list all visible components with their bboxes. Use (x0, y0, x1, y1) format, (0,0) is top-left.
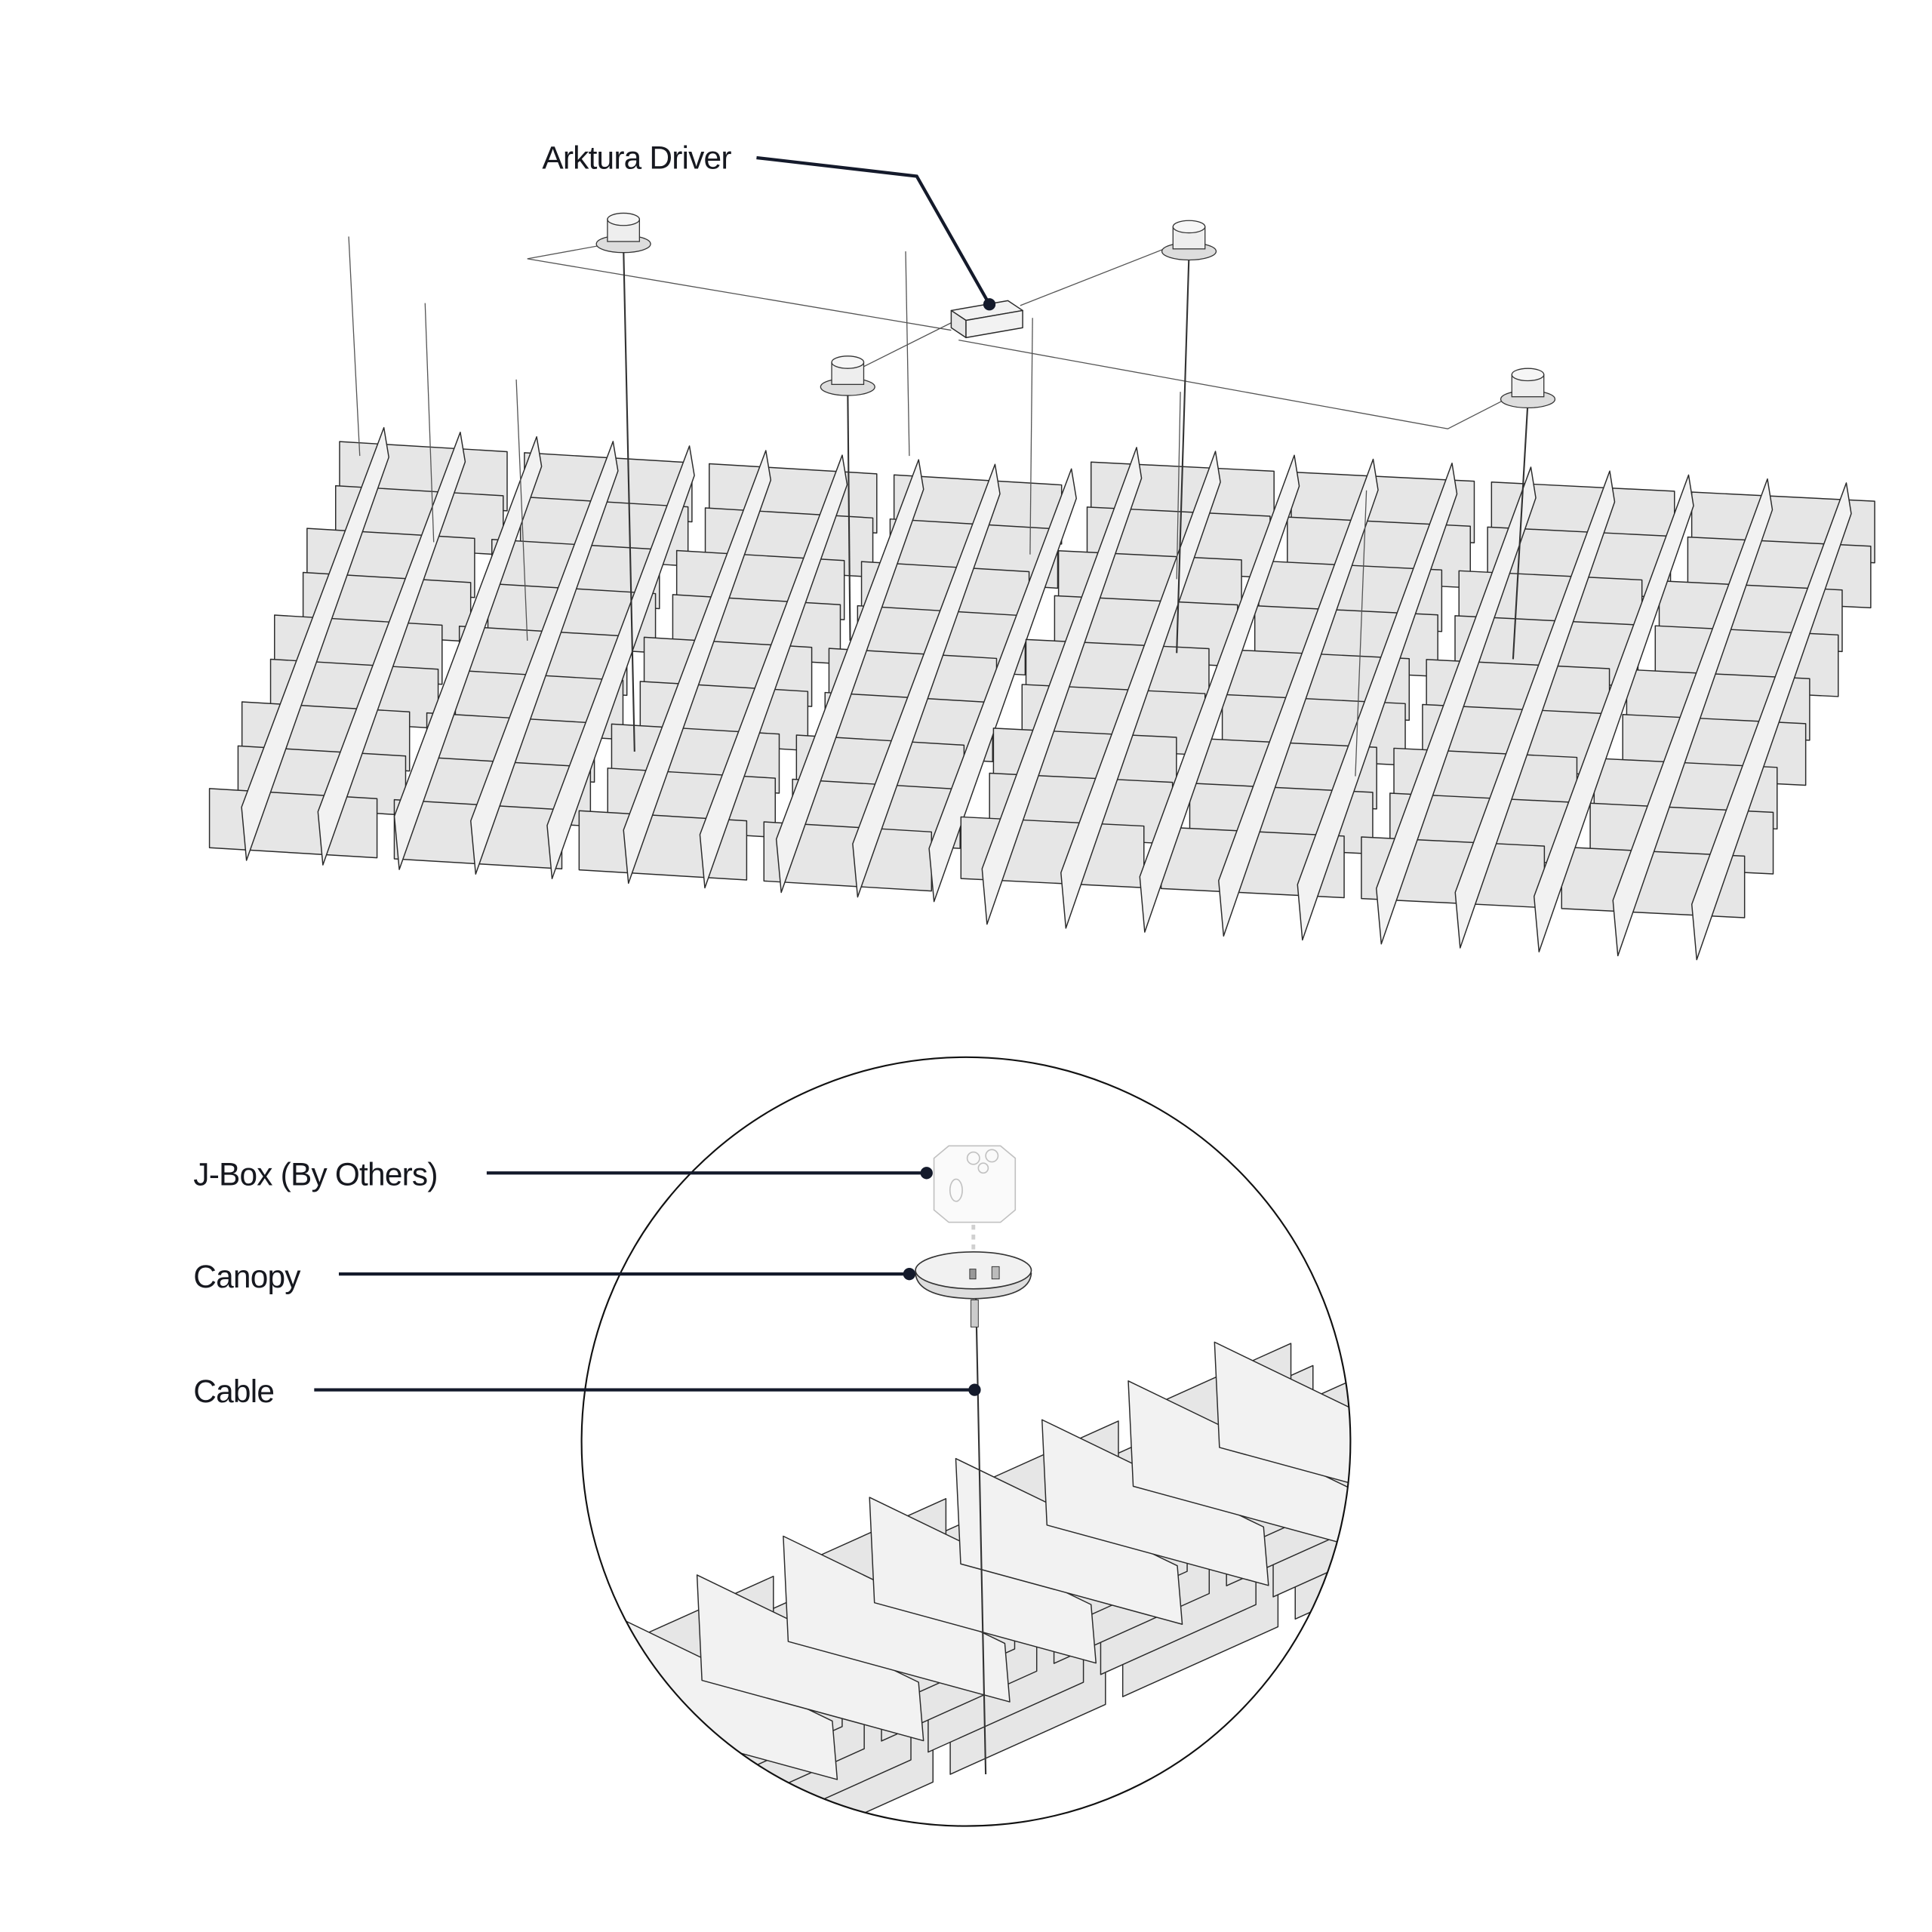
canopy-callout: Canopy (193, 1259, 916, 1294)
cable-callout: Cable (193, 1374, 981, 1409)
cross-fin (241, 426, 389, 861)
cross-fin (869, 1497, 1097, 1664)
cross-fin (955, 1457, 1183, 1625)
cross-fin (783, 1535, 1011, 1703)
cross-fin (981, 447, 1143, 925)
inset-baffle-grid (610, 1341, 1351, 1826)
overview-assembly (208, 212, 1875, 961)
cross-fin (696, 1574, 924, 1742)
cross-fin (1376, 466, 1537, 945)
suspension-cable (515, 379, 528, 641)
suspension-cable (1355, 490, 1367, 777)
wire (958, 339, 1506, 429)
cross-fin (1060, 451, 1221, 929)
cross-fin (623, 450, 772, 884)
cross-fin (1690, 482, 1852, 961)
suspension-cable (1029, 318, 1033, 555)
driver-leader-line (756, 155, 991, 306)
suspension-cable (348, 236, 361, 457)
inset-circle (580, 1056, 1352, 1827)
suspension-cable (424, 303, 435, 543)
j-box-detail (933, 1145, 1017, 1250)
jbox-label: J-Box (By Others) (193, 1157, 437, 1192)
cross-fin (1214, 1341, 1351, 1509)
cross-fin (1041, 1419, 1269, 1586)
suspension-cables (348, 236, 1529, 777)
suspension-cable (1176, 392, 1181, 580)
cross-fin (1128, 1380, 1351, 1548)
canopy-detail (915, 1251, 1032, 1327)
leader-dot (903, 1268, 916, 1281)
j-box-canopy-icon (820, 355, 875, 396)
baffle-grid-right (960, 447, 1875, 961)
power-cable (1512, 401, 1529, 660)
j-boxes (595, 212, 1556, 409)
cross-fin (470, 441, 619, 875)
suspension-cable (905, 251, 910, 457)
driver-label: Arktura Driver (542, 140, 731, 176)
canopy-label: Canopy (193, 1259, 301, 1294)
baffle-grid-left (208, 426, 1077, 903)
cross-fin (928, 468, 1077, 903)
wire (1020, 245, 1171, 306)
wire (527, 258, 952, 331)
cross-fin (546, 445, 695, 880)
power-cable (623, 246, 635, 752)
cross-fin (1218, 458, 1379, 937)
power-cable (1176, 254, 1190, 654)
jbox-callout: J-Box (By Others) (193, 1157, 933, 1192)
cross-fin (775, 459, 924, 894)
j-box-canopy-icon (1500, 368, 1556, 409)
cross-fin (1612, 478, 1774, 957)
leader-dot (983, 298, 996, 311)
leader-dot (968, 1383, 981, 1396)
cross-fin (1454, 470, 1616, 949)
cable (975, 1294, 987, 1775)
cross-fin (393, 436, 543, 870)
arktura-driver-box (950, 300, 1023, 339)
cross-fin (699, 454, 848, 889)
cross-fin (1534, 474, 1694, 952)
leader-dot (920, 1167, 933, 1180)
power-cable (847, 389, 851, 641)
cross-fin (852, 463, 1001, 898)
power-wiring (527, 241, 1506, 429)
j-box-canopy-icon (1161, 220, 1217, 261)
driver-callout: Arktura Driver (542, 140, 996, 311)
baffle-panel (208, 788, 378, 859)
cross-fin (1297, 462, 1458, 941)
j-box-canopy-icon (595, 212, 651, 254)
cable-label: Cable (193, 1374, 274, 1409)
cross-fin (317, 431, 466, 866)
detail-inset: J-Box (By Others) Canopy Cable (193, 1056, 1352, 1827)
cross-fin (1139, 454, 1300, 933)
